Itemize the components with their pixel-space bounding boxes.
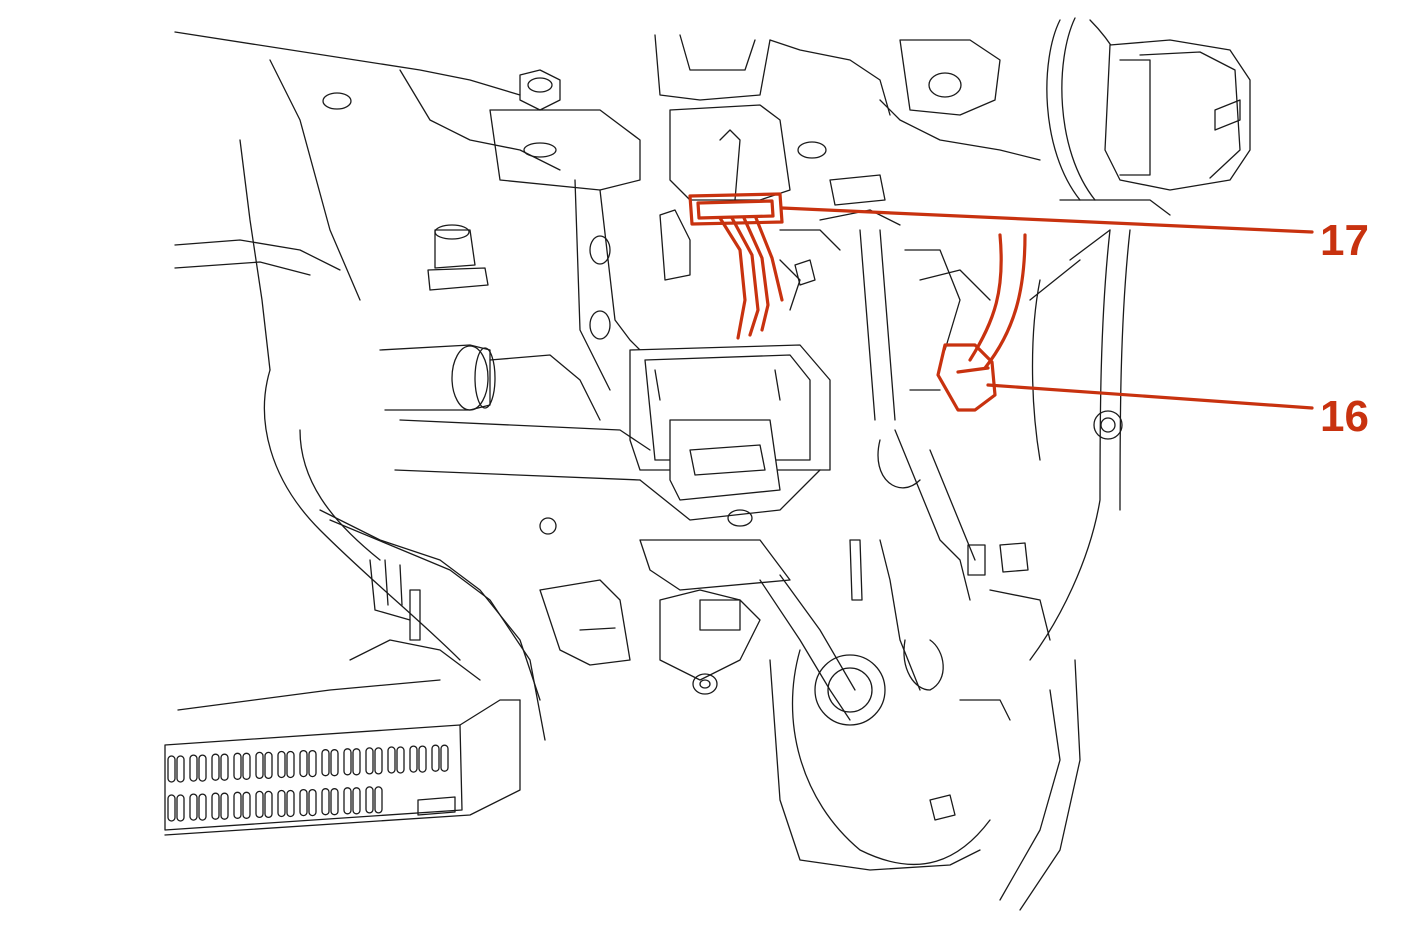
fuse-slot (330, 749, 339, 777)
fuse-slot (286, 750, 295, 779)
fuse-slot (299, 788, 308, 817)
connector-17-highlight (688, 192, 784, 340)
fuse-slot (233, 791, 242, 819)
fuse-slot (255, 790, 264, 819)
fuse-slot (343, 748, 352, 776)
fuse-slot (277, 750, 286, 779)
fuse-slot (396, 746, 405, 774)
leader-line-17 (780, 206, 1314, 234)
fuse-slot (211, 753, 220, 781)
fuse-slot (176, 794, 185, 822)
fuse-slot (431, 744, 440, 772)
fuse-box-slots (167, 744, 449, 822)
dashboard-structure-linework (164, 17, 1251, 911)
fuse-slot (440, 744, 449, 772)
switch-16-highlight (936, 233, 1027, 412)
leader-line-16 (986, 383, 1314, 410)
fuse-slot (264, 751, 273, 780)
fuse-slot (220, 792, 229, 820)
fuse-slot (321, 788, 330, 816)
callout-label-17: 17 (1320, 216, 1369, 265)
fuse-slot (189, 754, 198, 782)
fuse-slot (286, 789, 295, 818)
fuse-slot (352, 748, 361, 776)
fuse-slot (418, 745, 427, 773)
fuse-slot (198, 793, 207, 821)
fuse-slot (167, 755, 176, 783)
fuse-slot (321, 749, 330, 777)
fuse-slot (374, 786, 383, 814)
fuse-slot (387, 746, 396, 774)
fuse-slot (176, 755, 185, 783)
fuse-slot (198, 754, 207, 782)
fuse-slot (242, 752, 251, 780)
fuse-slot (343, 787, 352, 815)
fuse-slot (189, 793, 198, 821)
fuse-slot (277, 789, 286, 818)
fuse-slot (352, 787, 361, 815)
fuse-slot (264, 790, 273, 819)
fuse-slot (365, 747, 374, 775)
fuse-slot (211, 792, 220, 820)
fuse-slot (330, 788, 339, 816)
fuse-slot (299, 749, 308, 778)
fuse-slot (365, 786, 374, 814)
callout-label-16: 16 (1320, 392, 1369, 441)
fuse-slot (374, 747, 383, 775)
fuse-slot (308, 749, 317, 778)
fuse-slot (308, 788, 317, 817)
fuse-slot (409, 745, 418, 773)
fuse-slot (220, 753, 229, 781)
fuse-slot (255, 751, 264, 780)
fuse-slot (167, 794, 176, 822)
fuse-slot (242, 791, 251, 819)
fuse-slot (233, 752, 242, 780)
